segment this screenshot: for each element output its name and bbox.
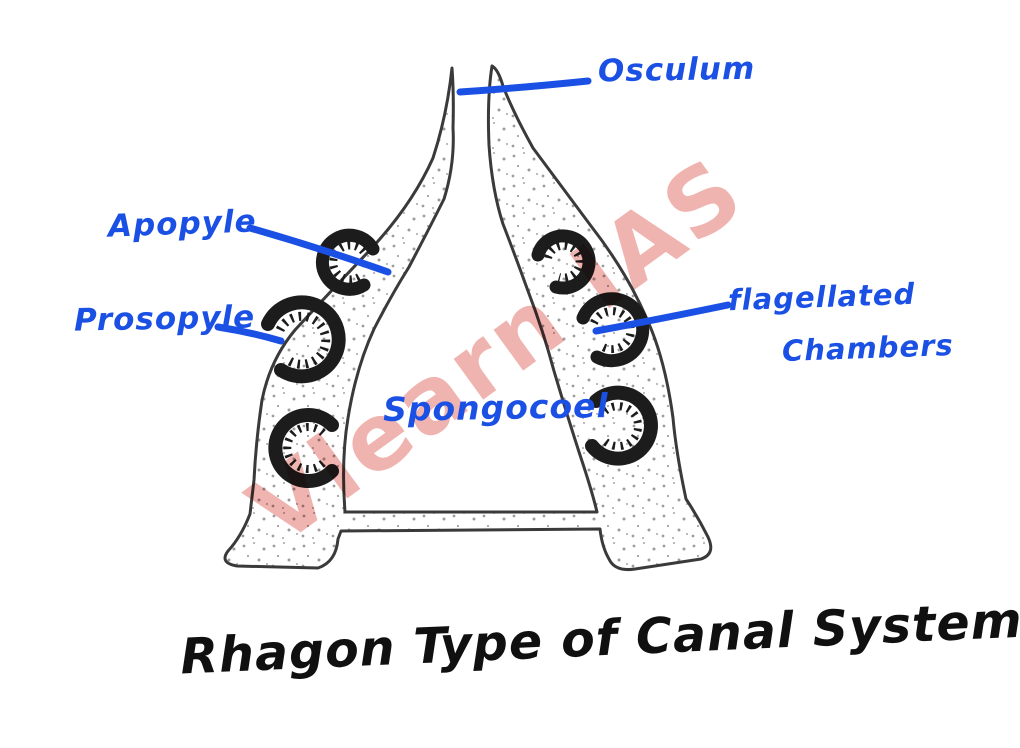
chamber-cilia-fringe (598, 402, 643, 451)
flagellated-chamber-left-bottom (268, 408, 339, 488)
flagellated-chambers-pointer-line (592, 301, 732, 335)
flagellated-chamber-left-middle (261, 295, 346, 384)
label-osculum: Osculum (597, 50, 756, 90)
apopyle-pointer-line (246, 224, 392, 276)
chamber-cilia-fringe (329, 241, 369, 284)
prosopyle-pointer-line (214, 323, 285, 345)
label-prosopyle: Prosopyle (73, 299, 256, 339)
chamber-crescent (585, 385, 658, 466)
chamber-cilia-fringe (544, 241, 584, 282)
flagellated-chamber-right-top (531, 229, 596, 295)
flagellated-chamber-right-bottom (585, 385, 658, 466)
label-flagellated-chambers-line2: Chambers (781, 328, 955, 368)
chamber-crescent (261, 295, 346, 384)
chamber-cilia-fringe (275, 311, 331, 369)
label-apopyle: Apopyle (107, 203, 258, 245)
label-flagellated-chambers-line1: flagellated (727, 276, 916, 318)
chamber-crescent (268, 408, 339, 488)
chamber-crescent (531, 229, 596, 295)
label-spongocoel: Spongocoel (382, 386, 610, 429)
flagellated-chamber-left-top (316, 228, 380, 296)
osculum-pointer-line (456, 77, 592, 96)
chamber-cilia-fringe (283, 423, 326, 473)
chamber-crescent (316, 228, 380, 296)
